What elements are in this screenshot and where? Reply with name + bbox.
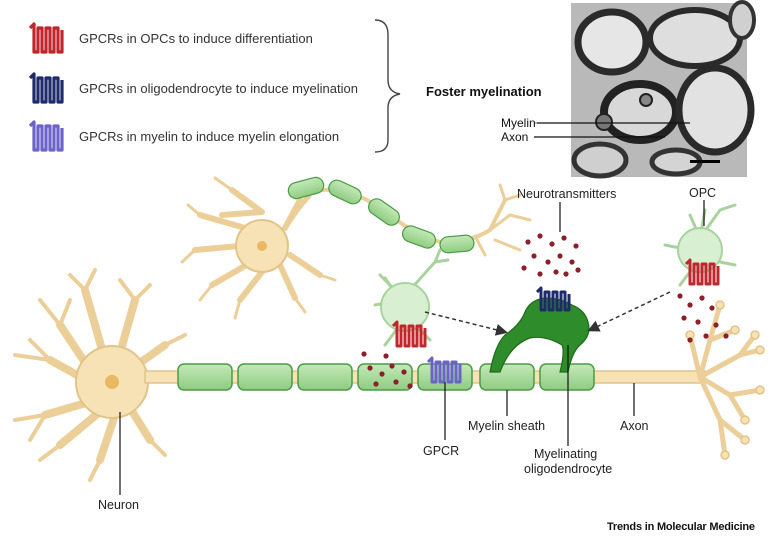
legend-summary: Foster myelination <box>426 84 542 99</box>
arrow-opc-left-to-oligodendrocyte <box>424 311 508 336</box>
gpcr-label: GPCR <box>423 444 460 458</box>
opc-right-gpcr-icon <box>684 258 720 286</box>
legend-item-differentiation: GPCRs in OPCs to induce differentiation <box>79 31 313 46</box>
micrograph-axon-label: Axon <box>500 130 530 144</box>
axon-label: Axon <box>620 419 649 433</box>
legend-item-elongation: GPCRs in myelin to induce myelin elongat… <box>79 129 340 144</box>
axon-terminal-boutons <box>685 300 765 460</box>
legend-gpcr-red-icon <box>28 22 64 54</box>
opc-right <box>663 203 737 287</box>
opc-left <box>373 248 450 347</box>
legend-brace <box>374 19 401 153</box>
neurotransmitter-dots <box>361 233 729 389</box>
myelinating-label-line2: oligodendrocyte <box>524 462 613 476</box>
axon-terminal <box>687 302 763 458</box>
legend-gpcr-navy-icon <box>28 72 64 104</box>
oligodendrocyte-gpcr-icon <box>535 286 571 312</box>
micrograph-myelin-label: Myelin <box>500 116 537 130</box>
legend-gpcr-purple-icon <box>28 120 64 152</box>
myelin-sheaths <box>177 363 595 391</box>
myelin-gpcr-icon <box>426 356 462 384</box>
neurotransmitters-label: Neurotransmitters <box>517 187 617 201</box>
myelin-segment <box>177 363 233 391</box>
legend-item-myelination: GPCRs in oligodendrocyte to induce myeli… <box>79 81 358 96</box>
myelin-segment <box>357 363 413 391</box>
myelin-sheath-label: Myelin sheath <box>468 419 546 433</box>
myelin-segment <box>297 363 353 391</box>
opc-label: OPC <box>689 186 717 200</box>
neuron-label: Neuron <box>98 498 139 512</box>
upper-axon <box>287 176 532 257</box>
opc-left-gpcr-icon <box>391 320 427 348</box>
myelin-segment <box>479 363 535 391</box>
main-neuron <box>13 268 187 482</box>
myelinating-label-line1: Myelinating <box>534 447 598 461</box>
upper-neuron <box>180 176 337 320</box>
electron-micrograph <box>571 0 756 179</box>
journal-name: Trends in Molecular Medicine <box>607 521 755 533</box>
arrow-opc-right-to-oligodendrocyte <box>587 291 671 332</box>
myelin-segment <box>237 363 293 391</box>
